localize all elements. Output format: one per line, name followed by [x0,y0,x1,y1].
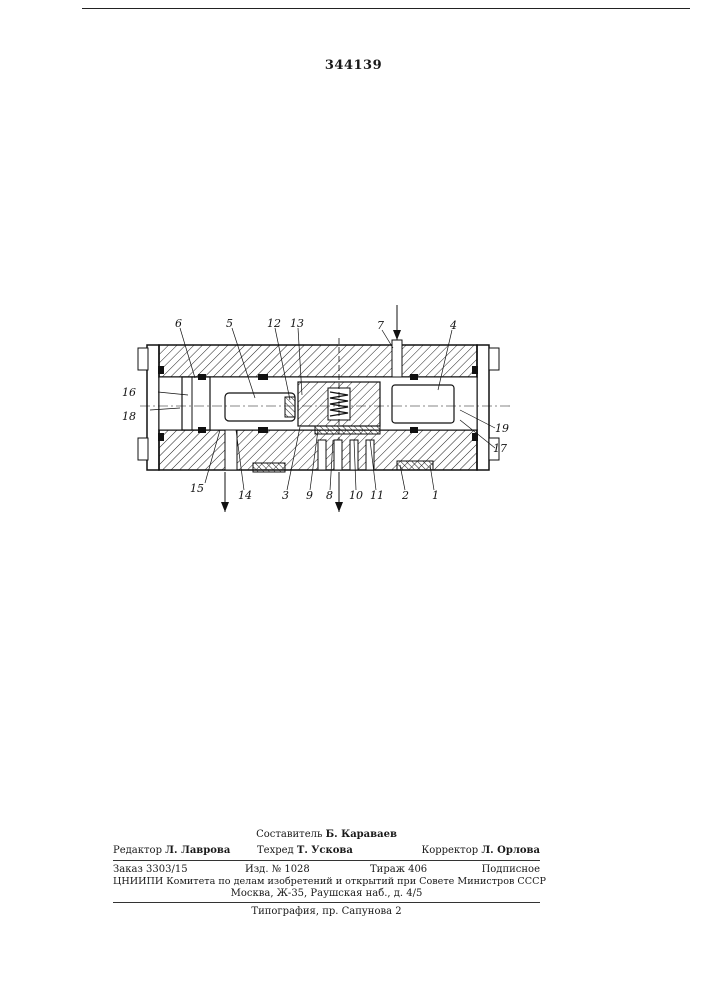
right-piston [392,385,454,423]
label-7: 7 [377,319,384,332]
print-run: Тираж 406 [370,864,427,875]
compiler-name: Б. Караваев [326,829,397,840]
label-5: 5 [226,317,233,330]
left-bolt-top [138,348,148,370]
right-flange [477,345,489,470]
inlet-channel [392,340,402,380]
printing-house-line: Типография, пр. Сапунова 2 [113,906,540,917]
order-number: Заказ 3303/15 [113,864,188,875]
valve-cross-section-drawing: 6 5 12 13 7 4 16 18 19 17 15 14 3 9 8 10… [120,300,520,530]
left-bolt-bottom [138,438,148,460]
patent-number: 344139 [0,58,707,73]
label-4: 4 [449,319,457,332]
editor-name: Л. Лаврова [165,845,230,856]
address-line: Москва, Ж-35, Раушская наб., д. 4/5 [113,888,540,899]
bottom-plate-right [397,461,433,470]
label-19: 19 [495,422,509,435]
top-rule [82,8,690,9]
label-17: 17 [493,442,507,455]
left-piston [182,377,210,430]
label-3: 3 [282,489,289,502]
techred-role: Техред [257,845,294,856]
outlet-channel-left [225,430,237,470]
editor: Редактор Л. Лаврова [113,845,230,856]
organization-line: ЦНИИПИ Комитета по делам изобретений и о… [113,876,540,887]
right-bolt-top [489,348,499,370]
corrector-role: Корректор [421,845,478,856]
subscription: Подписное [482,864,540,875]
separator-2 [113,902,540,903]
label-8: 8 [326,489,333,502]
label-9: 9 [306,489,313,502]
label-12: 12 [267,317,281,330]
corrector-name: Л. Орлова [481,845,540,856]
techred: Техред Т. Ускова [257,845,353,856]
label-15: 15 [190,482,204,495]
techred-name: Т. Ускова [297,845,353,856]
seat-plate [315,426,380,434]
label-10: 10 [349,489,363,502]
edition-number: Изд. № 1028 [245,864,310,875]
body-top-wall [159,345,477,377]
editor-role: Редактор [113,845,162,856]
left-flange [147,345,159,470]
corrector: Корректор Л. Орлова [421,845,540,856]
label-1: 1 [432,489,439,502]
separator-1 [113,860,540,861]
label-13: 13 [290,317,304,330]
label-6: 6 [175,317,182,330]
bottom-plate-left [253,463,285,472]
label-16: 16 [122,386,136,399]
label-18: 18 [122,410,136,423]
label-11: 11 [370,489,384,502]
compiler-line: Составитель Б. Караваев [113,829,540,840]
label-14: 14 [238,489,252,502]
compiler-role: Составитель [256,829,322,840]
label-2: 2 [401,489,409,502]
